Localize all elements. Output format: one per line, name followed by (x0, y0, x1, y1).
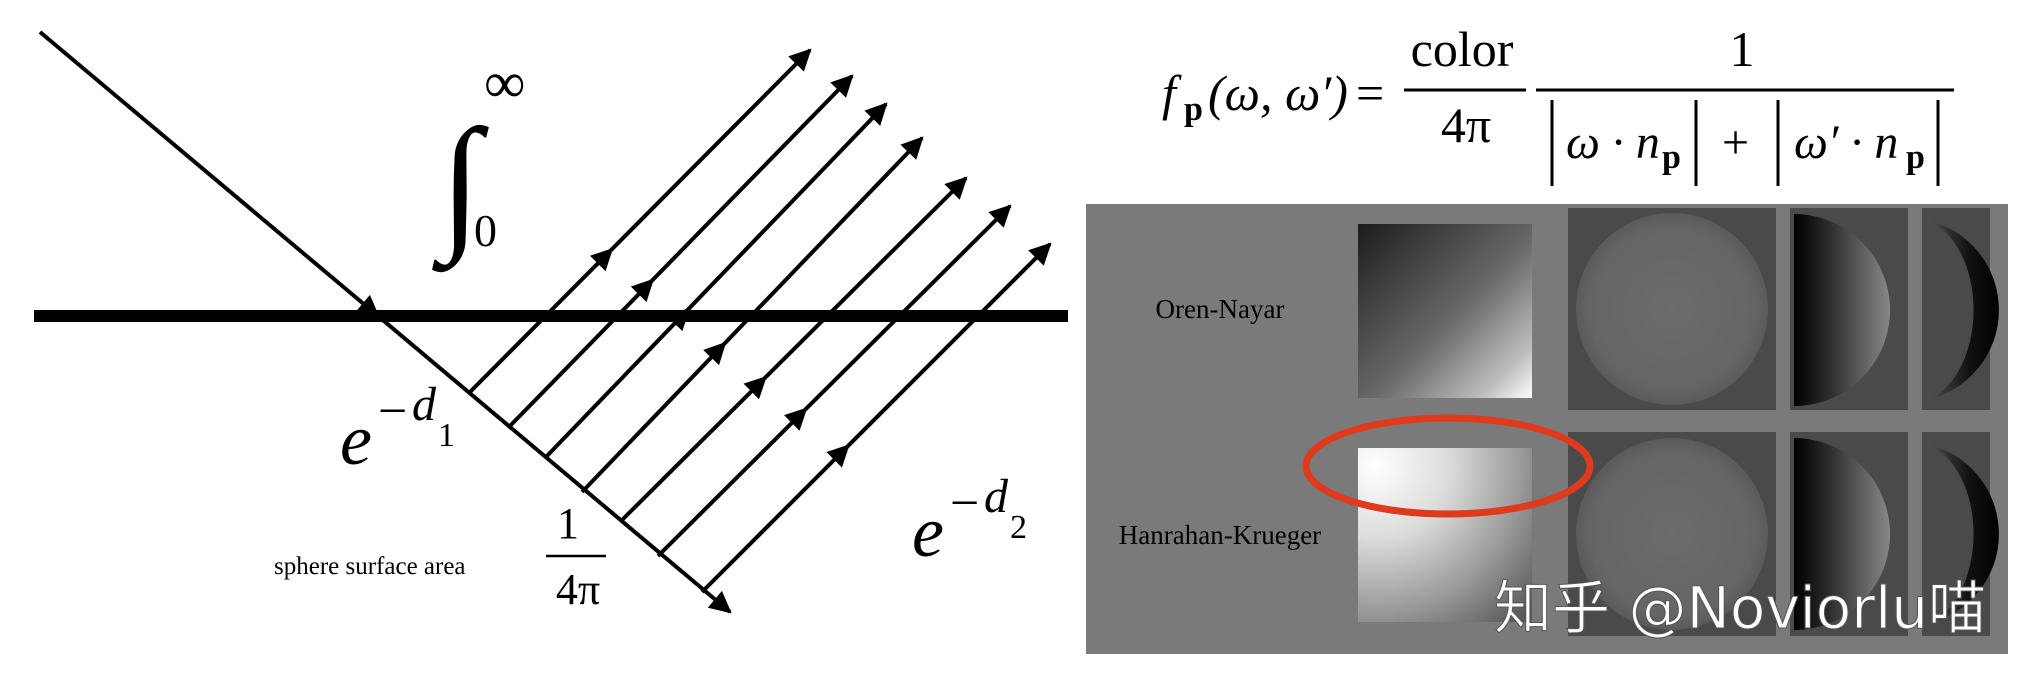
scattered-ray-6 (656, 204, 1012, 558)
sphere-fraction-numerator: 1 (557, 499, 579, 548)
scattered-rays (466, 48, 1052, 594)
attenuation-in-sign: − (378, 383, 407, 440)
attenuation-out-sub: 2 (1010, 509, 1027, 546)
sphere-fraction: 1 4π (546, 499, 606, 614)
formula-term2-sub: p (1906, 139, 1925, 176)
attenuation-out-var: d (984, 470, 1009, 523)
formula-term1-sub: p (1662, 139, 1681, 176)
integral-upper-limit: ∞ (484, 50, 525, 115)
hanrahan-krueger-square (1358, 448, 1532, 622)
formula-term1: ω · n (1566, 116, 1660, 169)
comparison-panel: Oren-Nayar Hanrahan-Krueger 知乎 @Noviorlu… (1086, 204, 2008, 654)
formula-lhs-sub: p (1184, 91, 1203, 128)
formula-frac2-numerator: 1 (1730, 21, 1755, 77)
oren-nayar-sphere-crescent (1926, 220, 1999, 400)
scattered-ray-7 (700, 242, 1052, 594)
incident-ray (38, 30, 380, 318)
sphere-fraction-denominator: 4π (556, 565, 600, 614)
attenuation-in: e − d 1 (340, 378, 455, 480)
oren-nayar-square (1358, 224, 1532, 398)
brdf-formula: f p (ω, ω′) = color 4π 1 ω · n p + ω′ · … (1162, 21, 1954, 186)
row-label-hanrahan-krueger: Hanrahan-Krueger (1119, 520, 1321, 550)
attenuation-in-base: e (340, 400, 372, 480)
row-label-oren-nayar: Oren-Nayar (1156, 294, 1285, 324)
attenuation-out-sign: − (950, 475, 979, 532)
scattered-ray-2 (506, 74, 854, 430)
scattering-diagram: ∫ ∞ 0 e − d 1 e − d 2 sphere surface are… (34, 30, 1068, 614)
attenuation-out: e − d 2 (912, 470, 1027, 572)
integral-sign: ∫ (432, 99, 489, 273)
attenuation-out-base: e (912, 492, 944, 572)
formula-frac1-denominator: 4π (1441, 97, 1491, 153)
sphere-surface-label: sphere surface area (274, 553, 466, 580)
hanrahan-krueger-sphere-half (1794, 438, 1890, 630)
scattered-ray-5 (618, 176, 968, 524)
scattered-ray-1 (466, 48, 812, 396)
integral-lower-limit: 0 (474, 205, 497, 256)
formula-plus: + (1722, 116, 1749, 169)
refracted-ray (376, 314, 732, 614)
oren-nayar-sphere-full (1576, 213, 1768, 405)
hanrahan-krueger-sphere-full (1576, 438, 1768, 630)
attenuation-in-sub: 1 (438, 417, 455, 454)
highlight-ellipse (1302, 414, 1594, 518)
hanrahan-krueger-sphere-crescent (1926, 444, 1999, 624)
formula-lhs-func: f (1162, 65, 1182, 121)
formula-lhs-args: (ω, ω′) (1208, 65, 1348, 121)
scattered-ray-3 (543, 102, 888, 460)
attenuation-in-var: d (412, 378, 437, 431)
formula-frac1-numerator: color (1411, 21, 1514, 77)
scattered-ray-4 (580, 136, 924, 494)
formula-term2: ω′ · n (1794, 116, 1898, 169)
formula-equals: = (1356, 65, 1384, 121)
watermark-text: 知乎 @Noviorlu喵 (1494, 574, 1986, 642)
oren-nayar-sphere-half (1794, 214, 1890, 406)
